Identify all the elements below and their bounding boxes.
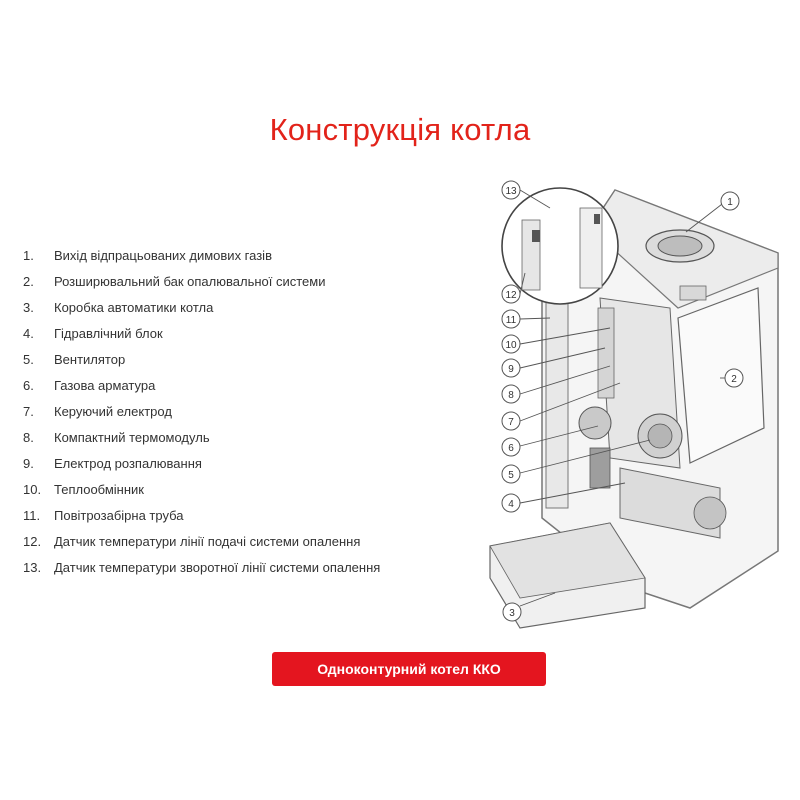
control-box-top (489, 522, 646, 599)
item-number: 9. (23, 456, 34, 471)
callout-2: 2 (724, 368, 744, 388)
callout-number: 4 (508, 499, 514, 510)
list-item: 13. Датчик температури зворотної лінії си… (23, 555, 380, 581)
callout-12: 12 (501, 284, 521, 304)
item-label: Вихід відпрацьованих димових газів (54, 248, 272, 263)
filter (589, 447, 611, 489)
callout-number: 12 (505, 290, 517, 301)
callout-3: 3 (502, 602, 522, 622)
hydraulic-block (619, 467, 721, 539)
callout-9: 9 (501, 358, 521, 378)
fan-hub (647, 423, 673, 449)
callout-5: 5 (501, 464, 521, 484)
item-label: Розширювальний бак опалювальної системи (54, 274, 326, 289)
list-item: 9. Електрод розпалювання (23, 451, 380, 477)
callout-number: 2 (731, 374, 737, 385)
item-label: Компактний термомодуль (54, 430, 210, 445)
callout-number: 1 (727, 197, 733, 208)
list-item: 5. Вентилятор (23, 347, 380, 373)
callout-13: 13 (501, 180, 521, 200)
detail-sensor (532, 230, 540, 242)
item-label: Коробка автоматики котла (54, 300, 214, 315)
item-label: Гідравлічний блок (54, 326, 163, 341)
callout-number: 9 (508, 364, 514, 375)
item-number: 2. (23, 274, 34, 289)
callout-number: 8 (508, 390, 514, 401)
item-label: Керуючий електрод (54, 404, 172, 419)
item-label: Повітрозабірна труба (54, 508, 184, 523)
item-number: 13. (23, 560, 42, 575)
callout-number: 13 (505, 186, 517, 197)
callout-10: 10 (501, 334, 521, 354)
expansion-vessel (677, 287, 765, 464)
item-number: 5. (23, 352, 34, 367)
item-label: Газова арматура (54, 378, 156, 393)
boiler-type-badge: Одноконтурний котел ККО (272, 652, 546, 686)
pump (693, 496, 727, 530)
item-number: 10. (23, 482, 42, 497)
flue-inner (657, 235, 703, 257)
boiler-diagram: 1 2 3 4 5 6 7 8 9 10 11 12 13 (489, 180, 779, 629)
list-item: 12. Датчик температури лінії подачі систе… (23, 529, 380, 555)
air-intake-pipe (545, 287, 569, 509)
callout-number: 10 (505, 340, 517, 351)
list-item: 4. Гідравлічний блок (23, 321, 380, 347)
item-number: 12. (23, 534, 42, 549)
pipe (597, 307, 615, 399)
list-item: 10. Теплообмінник (23, 477, 380, 503)
item-number: 8. (23, 430, 34, 445)
item-label: Датчик температури зворотної лінії систе… (54, 560, 381, 575)
list-item: 6. Газова арматура (23, 373, 380, 399)
item-number: 3. (23, 300, 34, 315)
callout-7: 7 (501, 411, 521, 431)
item-label: Вентилятор (54, 352, 126, 367)
item-label: Електрод розпалювання (54, 456, 202, 471)
list-item: 3. Коробка автоматики котла (23, 295, 380, 321)
callout-6: 6 (501, 437, 521, 457)
item-number: 11. (23, 508, 41, 523)
callout-number: 7 (508, 417, 514, 428)
list-item: 2. Розширювальний бак опалювальної систем… (23, 269, 380, 295)
item-number: 4. (23, 326, 34, 341)
item-label: Датчик температури лінії подачі системи … (54, 534, 361, 549)
leader-lines (519, 189, 727, 607)
callout-4: 4 (501, 493, 521, 513)
callout-number: 11 (506, 315, 517, 326)
callout-number: 3 (509, 608, 515, 619)
parts-list: 1. Вихід відпрацьованих димових газів 2. Р… (23, 243, 380, 581)
list-item: 1. Вихід відпрацьованих димових газів (23, 243, 380, 269)
callout-11: 11 (501, 309, 521, 329)
item-number: 1. (23, 248, 34, 263)
callout-1: 1 (720, 191, 740, 211)
callout-number: 5 (508, 470, 514, 481)
callout-8: 8 (501, 384, 521, 404)
item-number: 6. (23, 378, 34, 393)
callout-number: 6 (508, 443, 514, 454)
list-item: 11. Повітрозабірна труба (23, 503, 380, 529)
detail-pipe (579, 207, 603, 289)
list-item: 8. Компактний термомодуль (23, 425, 380, 451)
item-number: 7. (23, 404, 34, 419)
page-title: Конструкція котла (269, 112, 531, 147)
label-plate (679, 285, 707, 301)
list-item: 7. Керуючий електрод (23, 399, 380, 425)
gas-valve (578, 406, 612, 440)
item-label: Теплообмінник (54, 482, 144, 497)
detail-sensor (594, 214, 600, 224)
